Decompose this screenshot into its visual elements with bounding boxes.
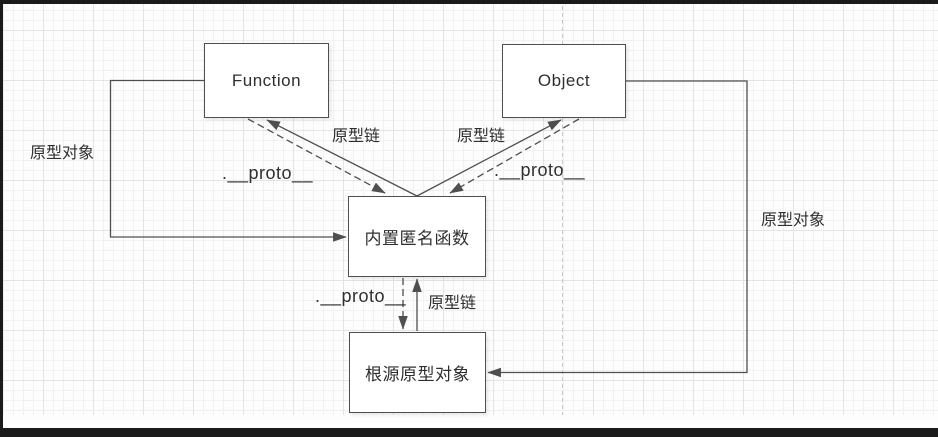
node-anonymous-function-label: 内置匿名函数: [364, 229, 470, 248]
edge-object-prototype-object: [487, 80, 748, 378]
edge-prototype-chain-to-function: [266, 119, 418, 197]
node-function-label: Function: [231, 70, 302, 90]
node-anonymous-function: 内置匿名函数: [348, 196, 486, 277]
label-proto-right: .__proto__: [494, 160, 586, 180]
edge-proto-from-function: [247, 118, 386, 194]
node-root-prototype: 根源原型对象: [349, 332, 486, 413]
node-object: Object: [502, 44, 626, 118]
node-root-prototype-label: 根源原型对象: [365, 365, 470, 384]
label-prototype-chain-middle: 原型链: [428, 295, 477, 312]
node-function: Function: [204, 43, 329, 118]
edge-proto-from-object: [449, 118, 580, 194]
edge-prototype-chain-to-object: [416, 119, 562, 197]
label-prototype-chain-left: 原型链: [332, 128, 381, 145]
label-prototype-chain-right: 原型链: [457, 128, 506, 145]
label-proto-middle: .__proto__: [315, 286, 407, 306]
label-prototype-object-left: 原型对象: [30, 145, 95, 162]
edge-function-prototype-object: [109, 79, 347, 242]
node-object-label: Object: [537, 71, 591, 90]
label-proto-left: .__proto__: [222, 163, 314, 183]
label-prototype-object-right: 原型对象: [761, 212, 826, 229]
